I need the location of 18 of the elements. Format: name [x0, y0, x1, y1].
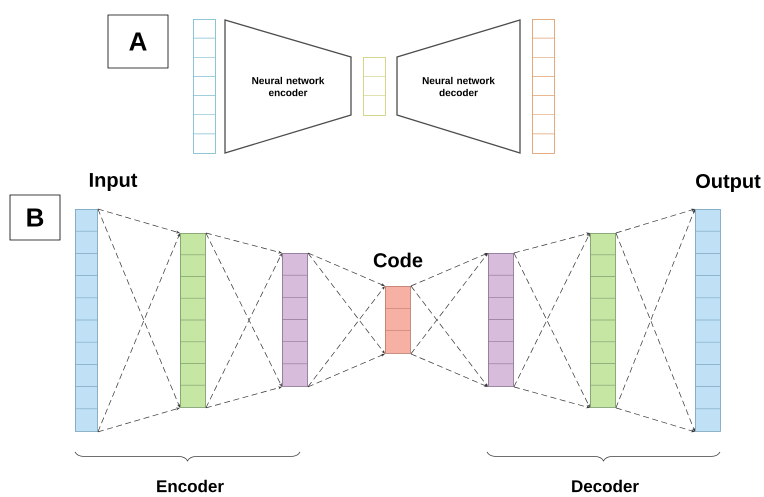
layer-column [192, 19, 216, 154]
section-label: Encoder [157, 480, 224, 492]
layer-column [180, 233, 206, 408]
layer-column [532, 19, 555, 154]
layer-column [362, 57, 386, 116]
layer-heading: Input [90, 173, 138, 191]
layer-column [488, 253, 514, 387]
layer-heading: Code [374, 252, 422, 268]
section-label: Decoder [572, 480, 639, 492]
layer-column [590, 233, 616, 408]
dashed-arrow [410, 253, 488, 354]
trapezoid-block: Neural network decoder [396, 19, 521, 154]
layer-column [282, 253, 308, 387]
dashed-arrow [308, 286, 385, 388]
panel-letter-box: B [10, 194, 60, 240]
trapezoid-block: Neural network encoder [224, 19, 352, 154]
layer-heading: Output [696, 174, 761, 192]
panel-letter-box: A [108, 14, 168, 68]
